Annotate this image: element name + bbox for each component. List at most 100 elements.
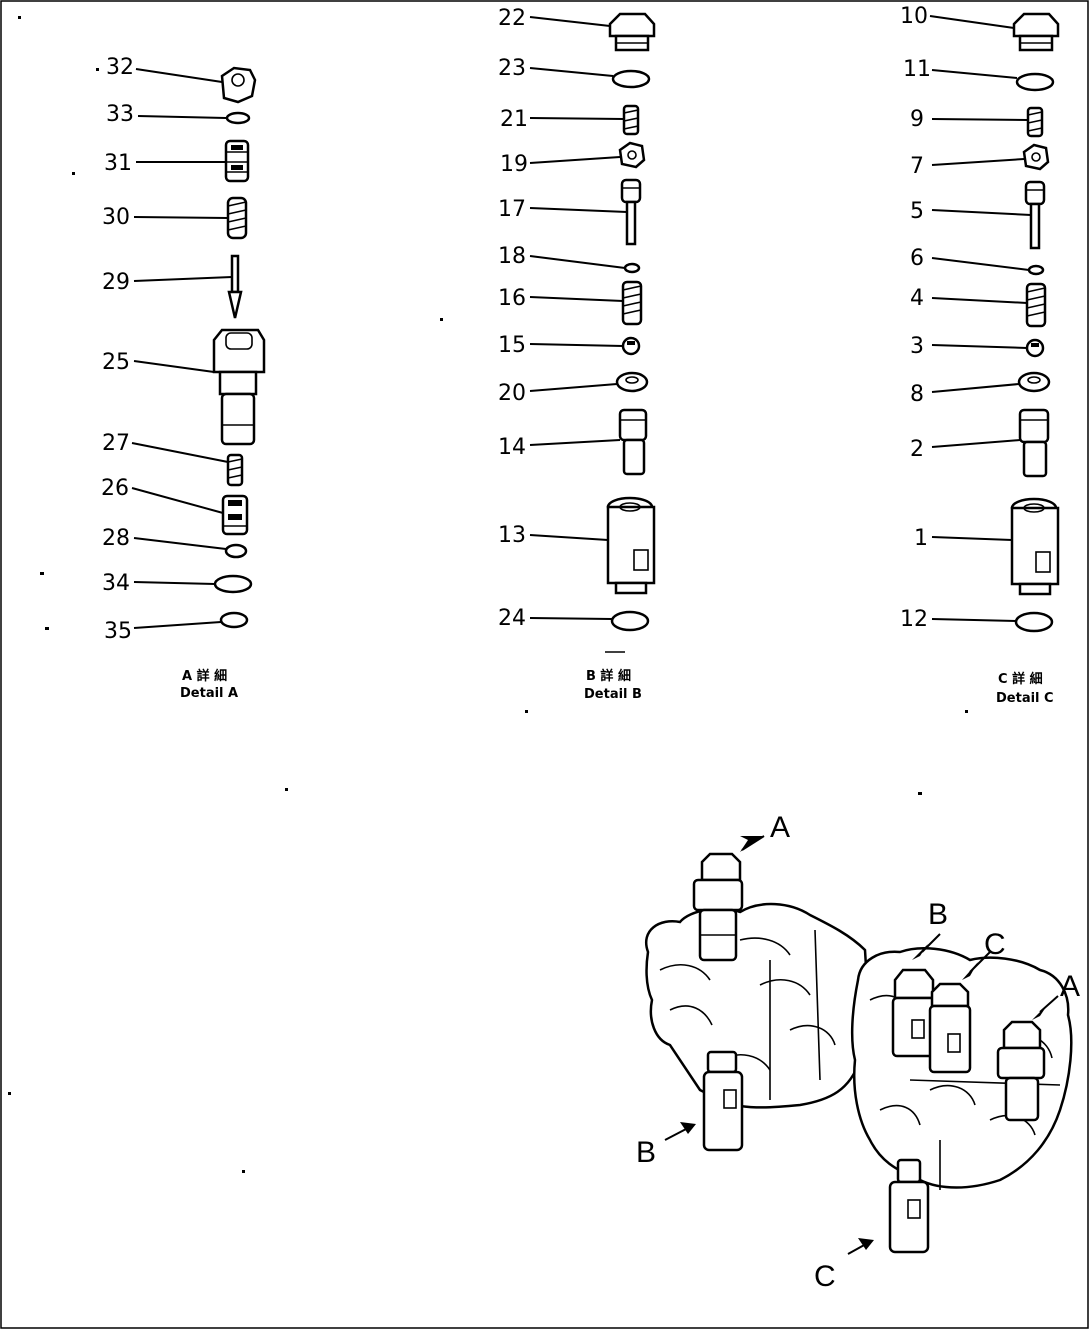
callout-5: 5 bbox=[910, 199, 924, 224]
callout-12: 12 bbox=[900, 607, 928, 632]
part-10-plug[interactable] bbox=[1012, 12, 1060, 52]
callout-20: 20 bbox=[498, 381, 526, 406]
callout-22: 22 bbox=[498, 6, 526, 31]
part-13-sleeve[interactable] bbox=[606, 496, 656, 595]
callout-15: 15 bbox=[498, 333, 526, 358]
arrow-label-b-top: B bbox=[928, 898, 948, 931]
part-32-nut[interactable] bbox=[220, 66, 257, 104]
part-35-o-ring[interactable] bbox=[219, 611, 249, 629]
part-25-valve-body[interactable] bbox=[212, 328, 266, 446]
arrow-label-b-left: B bbox=[636, 1136, 656, 1169]
arrow-label-c-top: C bbox=[984, 928, 1006, 961]
part-9-spring[interactable] bbox=[1026, 106, 1044, 138]
callout-4: 4 bbox=[910, 286, 924, 311]
part-6-ring[interactable] bbox=[1027, 264, 1045, 276]
arrow-b-left bbox=[664, 1122, 696, 1141]
arrow-c-top bbox=[962, 951, 991, 980]
detail-c-group: 10 11 9 7 5 6 4 3 8 2 1 12 C 詳 細 Detail … bbox=[900, 4, 1060, 706]
part-8-seat[interactable] bbox=[1017, 371, 1051, 393]
callout-6: 6 bbox=[910, 246, 924, 271]
detail-a-caption: Detail A bbox=[180, 686, 238, 701]
part-4-spring[interactable] bbox=[1025, 282, 1047, 328]
callout-16: 16 bbox=[498, 286, 526, 311]
part-24-o-ring[interactable] bbox=[610, 610, 650, 632]
part-23-o-ring[interactable] bbox=[611, 69, 651, 89]
part-12-o-ring[interactable] bbox=[1014, 611, 1054, 633]
part-16-spring[interactable] bbox=[621, 280, 643, 326]
callout-30: 30 bbox=[102, 205, 130, 230]
callout-25: 25 bbox=[102, 350, 130, 375]
callout-28: 28 bbox=[102, 526, 130, 551]
part-1-sleeve[interactable] bbox=[1010, 497, 1060, 596]
callout-11: 11 bbox=[903, 57, 931, 82]
scan-specks bbox=[8, 16, 968, 1173]
part-17-poppet[interactable] bbox=[620, 178, 642, 246]
part-22-plug[interactable] bbox=[608, 12, 656, 52]
arrow-a-top bbox=[740, 835, 765, 852]
part-7-nut[interactable] bbox=[1022, 143, 1050, 171]
callout-18: 18 bbox=[498, 244, 526, 269]
callout-7: 7 bbox=[910, 154, 924, 179]
callout-1: 1 bbox=[914, 526, 928, 551]
callout-26: 26 bbox=[101, 476, 129, 501]
valve-assembly-view: A B C A B C bbox=[636, 811, 1080, 1293]
part-29-needle[interactable] bbox=[227, 254, 243, 319]
callout-9: 9 bbox=[910, 107, 924, 132]
callout-3: 3 bbox=[910, 334, 924, 359]
part-34-o-ring[interactable] bbox=[213, 574, 253, 594]
part-18-ring[interactable] bbox=[623, 262, 641, 274]
callout-23: 23 bbox=[498, 56, 526, 81]
callout-31: 31 bbox=[104, 151, 132, 176]
callout-24: 24 bbox=[498, 606, 526, 631]
callout-34: 34 bbox=[102, 571, 130, 596]
part-11-o-ring[interactable] bbox=[1015, 72, 1055, 92]
part-14-valve[interactable] bbox=[618, 408, 648, 476]
part-19-nut[interactable] bbox=[618, 141, 646, 169]
part-30-spring[interactable] bbox=[226, 196, 248, 240]
callout-19: 19 bbox=[500, 152, 528, 177]
callout-8: 8 bbox=[910, 382, 924, 407]
part-28-ring[interactable] bbox=[224, 543, 248, 559]
part-2-valve[interactable] bbox=[1018, 408, 1050, 478]
detail-c-caption: Detail C bbox=[996, 691, 1054, 706]
arrow-a-right bbox=[1032, 995, 1059, 1020]
callout-35: 35 bbox=[104, 619, 132, 644]
assembly-valve-b-top[interactable] bbox=[891, 968, 937, 1058]
arrow-c-bottom bbox=[847, 1238, 874, 1255]
detail-b-caption: Detail B bbox=[584, 687, 642, 702]
callout-2: 2 bbox=[910, 437, 924, 462]
detail-a-caption-jp: A 詳 細 bbox=[182, 668, 227, 684]
part-33-o-ring[interactable] bbox=[225, 111, 251, 125]
callout-32: 32 bbox=[106, 55, 134, 80]
part-26-piston[interactable] bbox=[221, 494, 249, 536]
part-20-seat[interactable] bbox=[615, 371, 649, 393]
callout-29: 29 bbox=[102, 270, 130, 295]
callout-17: 17 bbox=[498, 197, 526, 222]
detail-a-group: 32 33 31 30 29 25 27 26 28 34 35 A 詳 細 D… bbox=[101, 55, 266, 701]
part-21-spring[interactable] bbox=[622, 104, 640, 136]
assembly-valve-c-bottom[interactable] bbox=[888, 1158, 930, 1254]
callout-14: 14 bbox=[498, 435, 526, 460]
callout-10: 10 bbox=[900, 4, 928, 29]
callout-21: 21 bbox=[500, 107, 528, 132]
part-15-ball[interactable] bbox=[621, 336, 641, 356]
assembly-valve-a-right[interactable] bbox=[996, 1020, 1046, 1122]
callout-33: 33 bbox=[106, 102, 134, 127]
arrow-label-a-top: A bbox=[770, 811, 790, 844]
arrow-b-top bbox=[912, 933, 941, 960]
callout-13: 13 bbox=[498, 523, 526, 548]
part-27-spring[interactable] bbox=[226, 453, 244, 487]
part-5-poppet[interactable] bbox=[1024, 180, 1046, 250]
detail-c-caption-jp: C 詳 細 bbox=[998, 671, 1043, 687]
part-3-ball[interactable] bbox=[1025, 338, 1045, 358]
assembly-valve-a-top[interactable] bbox=[692, 852, 744, 962]
assembly-valve-c-top[interactable] bbox=[928, 982, 972, 1074]
detail-b-group: 22 23 21 19 17 18 16 15 20 14 13 24 B 詳 … bbox=[498, 6, 656, 702]
callout-27: 27 bbox=[102, 431, 130, 456]
part-31-spring-seat[interactable] bbox=[224, 139, 250, 183]
assembly-valve-b-lower[interactable] bbox=[702, 1050, 744, 1152]
arrow-label-a-right: A bbox=[1060, 970, 1080, 1003]
arrow-label-c-bottom: C bbox=[814, 1260, 836, 1293]
detail-b-caption-jp: B 詳 細 bbox=[586, 668, 631, 684]
